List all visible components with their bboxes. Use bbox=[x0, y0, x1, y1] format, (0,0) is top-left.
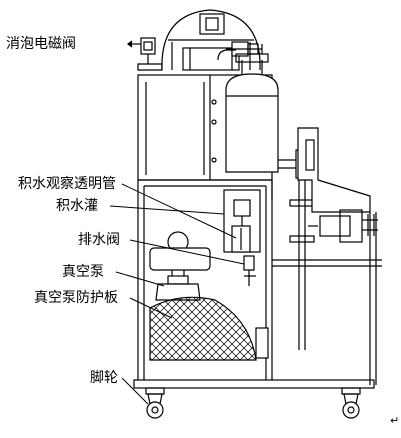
control-box bbox=[297, 127, 371, 213]
label-sight-tube: 积水观察透明管 bbox=[18, 176, 116, 192]
label-vacuum-pump: 真空泵 bbox=[62, 264, 104, 280]
leader-pump-guard bbox=[129, 297, 173, 319]
label-drain-valve: 排水阀 bbox=[78, 232, 120, 248]
label-water-tank: 积水灌 bbox=[56, 198, 98, 214]
sight-tube bbox=[231, 225, 251, 253]
drain-valve bbox=[243, 255, 256, 286]
leader-water-tank bbox=[109, 205, 225, 215]
defoam-solenoid-valve bbox=[127, 37, 163, 71]
inlet-valve bbox=[308, 209, 378, 243]
vacuum-pump bbox=[149, 231, 211, 301]
leader-lines bbox=[109, 183, 245, 405]
separator-tank bbox=[217, 49, 279, 173]
motor-dome bbox=[161, 9, 261, 71]
leader-vacuum-pump bbox=[115, 271, 165, 287]
paragraph-mark: ↵ bbox=[390, 414, 400, 427]
caster-right bbox=[341, 387, 361, 419]
label-pump-guard: 真空泵防护板 bbox=[34, 290, 118, 306]
label-caster: 脚轮 bbox=[90, 370, 118, 386]
leader-drain-valve bbox=[129, 239, 245, 265]
label-defoam-valve: 消泡电磁阀 bbox=[6, 36, 76, 52]
leader-caster bbox=[121, 377, 149, 405]
main-frame bbox=[133, 179, 382, 389]
dome-outlet-valve bbox=[226, 41, 263, 57]
pump-guard-mesh bbox=[149, 296, 269, 361]
caster-left bbox=[145, 387, 165, 419]
